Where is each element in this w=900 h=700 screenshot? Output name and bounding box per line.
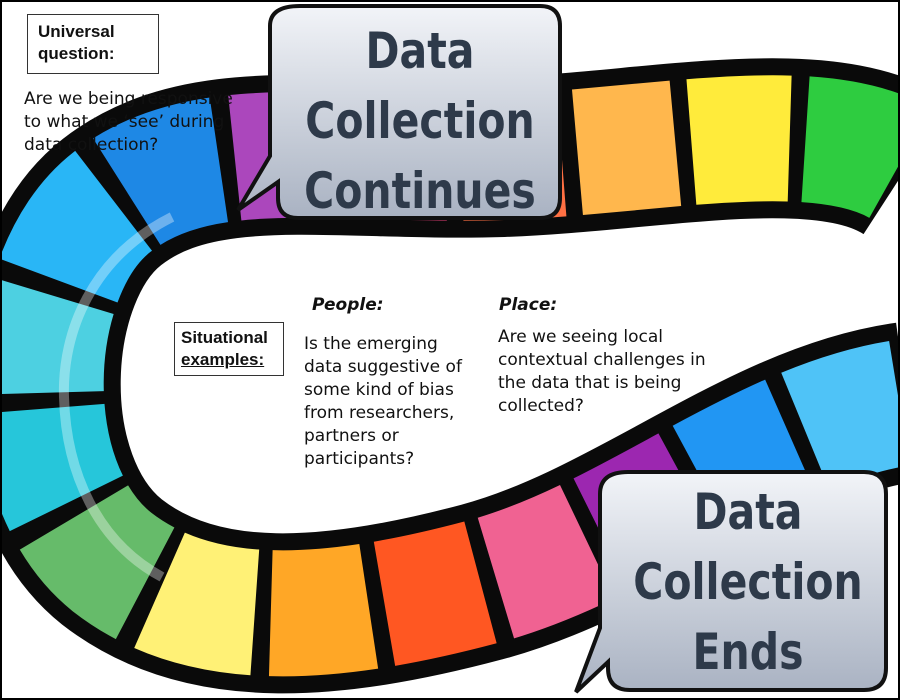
- top-callout-line3: Continues: [304, 162, 536, 220]
- top-callout-text: Data Collection Continues: [297, 16, 543, 226]
- top-callout-line2: Collection: [305, 92, 535, 150]
- situational-label-line2: examples:: [181, 350, 265, 369]
- bottom-callout-line1: Data: [693, 483, 803, 541]
- place-heading: Place:: [499, 295, 558, 315]
- bottom-callout-text: Data Collection Ends: [625, 477, 871, 687]
- universal-question-label: Universal question:: [27, 14, 159, 74]
- bottom-callout-line2: Collection: [633, 553, 863, 611]
- top-callout-bubble: [236, 4, 562, 220]
- top-callout-line1: Data: [365, 22, 475, 80]
- universal-question-text: Are we being responsive to what we ‘see’…: [24, 89, 233, 155]
- track-square-15: [2, 75, 898, 677]
- track-highlight: [58, 212, 175, 582]
- people-text: Is the emerging data suggestive of some …: [304, 334, 462, 469]
- people-heading: People:: [312, 295, 384, 315]
- track-square-9: [2, 75, 898, 677]
- universal-label-line2: question:: [38, 44, 115, 63]
- situational-label-line1: Situational: [181, 328, 268, 347]
- bottom-callout-line3: Ends: [692, 623, 804, 681]
- universal-label-line1: Universal: [38, 22, 115, 41]
- situational-examples-label: Situational examples:: [174, 322, 284, 376]
- bottom-callout-bubble: [574, 470, 888, 694]
- place-text: Are we seeing local contextual challenge…: [498, 327, 706, 416]
